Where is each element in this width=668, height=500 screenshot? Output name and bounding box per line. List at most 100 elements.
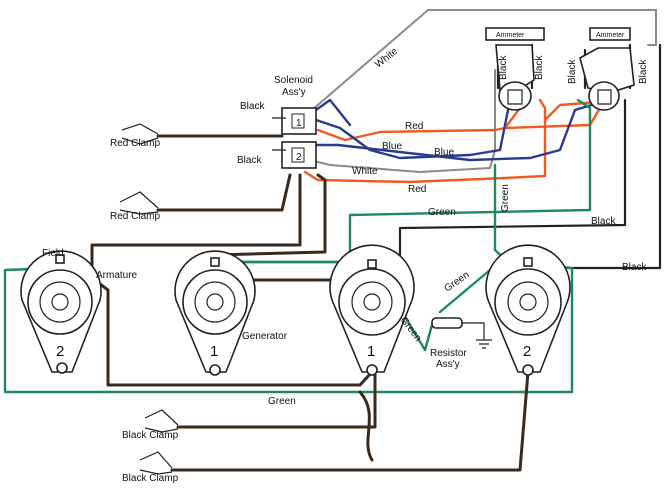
wire-label-black-sol-1: Black	[240, 101, 265, 112]
unit-field-rotor	[27, 269, 93, 335]
unit-mid: 1	[329, 244, 415, 376]
unit-field: 2	[20, 250, 102, 374]
unit-mid-number: 1	[367, 343, 375, 360]
wire-label-green-bottom: Green	[268, 396, 296, 407]
ammeter-right-body	[579, 47, 635, 93]
resistor-label-2: Ass'y	[436, 359, 460, 370]
solenoid-leads	[272, 117, 286, 151]
unit-generator-rotor-inner	[194, 281, 236, 323]
black-clamp-2-label: Black Clamp	[122, 473, 179, 484]
red-clamp-2-label: Red Clamp	[110, 211, 160, 222]
solenoid-terminal-2-label: 2	[296, 152, 302, 163]
wire-label-red-2: Red	[408, 184, 426, 195]
blue-wire-3	[314, 98, 352, 127]
black-right-wire-2	[548, 43, 662, 270]
unit-field-terminal	[55, 254, 65, 264]
black-clamp-cross	[358, 390, 374, 462]
field-label: Field	[42, 248, 64, 259]
sol-to-armature-wire	[90, 173, 302, 277]
ground-icon	[476, 339, 492, 349]
ammeter-left-label: Ammeter	[496, 32, 525, 39]
ammeter-right: Ammeter	[579, 27, 635, 111]
armature-loop-wire	[90, 276, 374, 387]
wire-label-green-vert: Green	[500, 184, 511, 212]
solenoid-terminal-1-label: 1	[296, 118, 302, 129]
black-clamp-2	[139, 451, 173, 475]
wire-label-amm-l-black-2: Black	[534, 55, 545, 80]
resistor-lead	[462, 322, 485, 340]
unit-right-rotor-inner	[507, 281, 549, 323]
red-clamp-2-wire	[156, 173, 292, 212]
unit-mid-terminal	[367, 259, 377, 269]
ammeter-left-box	[485, 27, 545, 41]
wires	[3, 9, 662, 472]
resistor-assembly	[431, 317, 492, 349]
black-clamp-1	[144, 409, 179, 433]
solenoid-title-2: Ass'y	[282, 87, 306, 98]
unit-field-hub	[51, 293, 69, 311]
black-clamp-2-wire	[170, 370, 530, 472]
wire-label-red-1: Red	[405, 121, 423, 132]
black-clamp-1-icon	[144, 409, 179, 433]
unit-right-number: 2	[523, 343, 531, 360]
solenoid-contact-2	[291, 147, 305, 163]
wire-label-green-res: Green	[398, 315, 424, 344]
wire-label-black-right-2: Black	[622, 262, 647, 273]
black-clamp-1-label: Black Clamp	[122, 430, 179, 441]
blue-wire-1	[308, 98, 512, 160]
ammeter-left-dial-inner	[507, 89, 523, 105]
unit-mid-hub	[363, 293, 381, 311]
ammeter-right-box	[589, 27, 631, 41]
unit-field-bolt	[56, 362, 68, 374]
red-wire-upper	[316, 106, 522, 142]
red-wire-lower-b	[543, 100, 600, 122]
sol-to-generator-wire	[213, 173, 327, 267]
black-right-wire-1	[398, 98, 627, 272]
generator-label: Generator	[242, 331, 288, 342]
unit-right: 2	[485, 244, 571, 376]
wire-label-white-top: White	[373, 46, 400, 71]
red-clamp-1-label: Red Clamp	[110, 138, 160, 149]
black-clamp-2-icon	[139, 451, 173, 475]
unit-field-number: 2	[56, 343, 64, 360]
wire-label-amm-r-black-2: Black	[638, 59, 649, 84]
wire-label-black-sol-2: Black	[237, 155, 262, 166]
red-clamp-1	[121, 123, 159, 145]
unit-right-bolt	[522, 364, 534, 376]
solenoid-contact-1	[291, 113, 305, 129]
ammeter-left: Ammeter	[485, 27, 545, 111]
red-clamp-2-icon	[119, 191, 159, 215]
wire-label-amm-r-black-1: Black	[567, 59, 578, 84]
unit-mid-rotor-inner	[351, 281, 393, 323]
wire-label-black-right-1: Black	[591, 216, 616, 227]
unit-generator-terminal	[210, 257, 220, 267]
ammeter-right-dial	[588, 81, 620, 111]
solenoid-title: Solenoid	[274, 75, 313, 86]
black-clamp-1-wire	[176, 370, 377, 429]
unit-right-hub	[519, 293, 537, 311]
wire-label-blue-2: Blue	[434, 147, 454, 158]
ammeter-right-label: Ammeter	[596, 32, 625, 39]
wire-label-green-top: Green	[428, 207, 456, 218]
unit-generator: 1	[174, 250, 256, 376]
white-wire-top	[311, 9, 657, 111]
unit-field-rotor-inner	[39, 281, 81, 323]
white-wire-lower	[309, 69, 496, 173]
armature-label: Armature	[96, 270, 138, 281]
unit-mid-rotor	[338, 268, 406, 336]
green-wire-vertical	[493, 163, 510, 264]
unit-generator-rotor	[182, 269, 248, 335]
wire-label-blue-1: Blue	[382, 141, 402, 152]
resistor-body	[431, 317, 463, 329]
wire-label-amm-l-black-1: Black	[498, 55, 509, 80]
unit-generator-number: 1	[210, 343, 218, 360]
blue-wire-2	[306, 98, 610, 162]
unit-generator-hub	[206, 293, 224, 311]
unit-mid-bolt	[366, 364, 378, 376]
solenoid-assembly: 1 2	[272, 107, 317, 169]
red-wire-lower	[303, 98, 547, 184]
unit-generator-bolt	[209, 364, 221, 376]
red-clamp-1-icon	[121, 123, 159, 145]
unit-right-terminal	[523, 257, 533, 267]
ammeter-right-dial-inner	[597, 89, 612, 105]
